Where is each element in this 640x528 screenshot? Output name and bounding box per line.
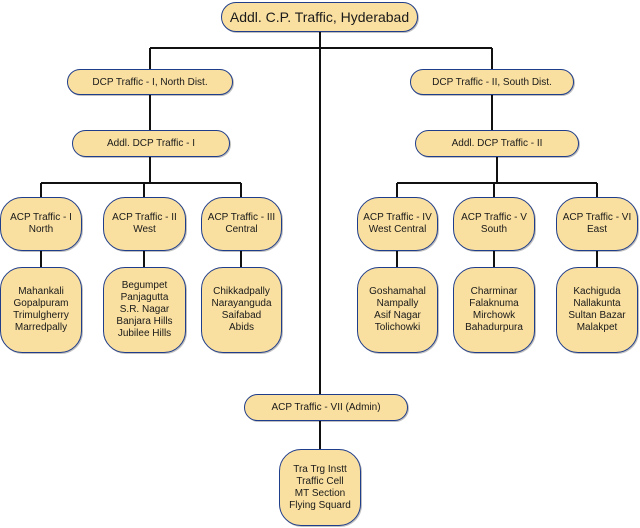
dcp-south-node: DCP Traffic - II, South Dist. — [410, 69, 574, 95]
area-1-item: Marredpally — [14, 322, 68, 333]
area-1-item: Gopalpuram — [13, 298, 69, 309]
area-6-item: Nallakunta — [573, 298, 621, 309]
area-2-item: Panjagutta — [120, 292, 169, 303]
acp-node-3: ACP Traffic - III Central — [201, 197, 282, 251]
acp-admin-label: ACP Traffic - VII (Admin) — [271, 402, 381, 413]
area-4-item: Goshamahal — [369, 286, 426, 297]
acp-3-line-1: ACP Traffic - III — [207, 212, 276, 223]
acp-admin-node: ACP Traffic - VII (Admin) — [244, 394, 408, 421]
area-3-item: Narayanguda — [211, 298, 272, 309]
dcp-south-label: DCP Traffic - II, South Dist. — [432, 76, 552, 88]
area-node-5: Charminar Falaknuma Mirchowk Bahadurpura — [453, 267, 535, 353]
root-label: Addl. C.P. Traffic, Hyderabad — [229, 9, 410, 25]
area-node-1: Mahankali Gopalpuram Trimulgherry Marred… — [0, 267, 82, 353]
area-2-item: Begumpet — [121, 280, 168, 291]
addl-dcp-1-label: Addl. DCP Traffic - I — [107, 138, 195, 149]
area-5-item: Bahadurpura — [465, 322, 523, 333]
acp-6-line-2: East — [586, 224, 607, 235]
admin-unit-item: MT Section — [294, 487, 346, 499]
area-3-item: Saifabad — [221, 310, 262, 321]
area-node-4: Goshamahal Nampally Asif Nagar Tolichowk… — [357, 267, 438, 353]
area-3-item: Chikkadpally — [213, 286, 270, 297]
area-node-6: Kachiguda Nallakunta Sultan Bazar Malakp… — [556, 267, 638, 353]
acp-5-line-1: ACP Traffic - V — [461, 212, 527, 223]
area-node-2: Begumpet Panjagutta S.R. Nagar Banjara H… — [103, 267, 186, 353]
admin-unit-item: Traffic Cell — [296, 475, 344, 487]
acp-node-5: ACP Traffic - V South — [453, 197, 535, 251]
admin-unit-item: Flying Squard — [289, 499, 351, 511]
acp-1-line-2: North — [28, 224, 54, 235]
area-4-item: Nampally — [376, 298, 419, 309]
area-1-item: Mahankali — [18, 286, 64, 297]
area-node-3: Chikkadpally Narayanguda Saifabad Abids — [201, 267, 282, 353]
area-1-item: Trimulgherry — [13, 310, 69, 321]
area-5-item: Falaknuma — [469, 298, 519, 309]
area-5-item: Charminar — [470, 286, 518, 297]
admin-unit-item: Tra Trg Instt — [293, 463, 347, 475]
acp-5-line-2: South — [480, 224, 508, 235]
area-2-item: Banjara Hills — [116, 316, 173, 327]
acp-node-4: ACP Traffic - IV West Central — [357, 197, 438, 251]
acp-1-line-1: ACP Traffic - I — [10, 212, 72, 223]
area-5-item: Mirchowk — [472, 310, 516, 321]
acp-node-1: ACP Traffic - I North — [0, 197, 82, 251]
area-6-item: Sultan Bazar — [568, 310, 626, 321]
addl-dcp-2-label: Addl. DCP Traffic - II — [451, 138, 543, 149]
acp-node-6: ACP Traffic - VI East — [556, 197, 638, 251]
addl-dcp-2-node: Addl. DCP Traffic - II — [415, 130, 579, 157]
area-2-item: S.R. Nagar — [119, 304, 170, 315]
dcp-north-label: DCP Traffic - I, North Dist. — [92, 76, 208, 88]
acp-6-line-1: ACP Traffic - VI — [562, 212, 632, 223]
acp-3-line-2: Central — [225, 224, 258, 235]
area-3-item: Abids — [228, 322, 254, 333]
acp-2-line-1: ACP Traffic - II — [112, 212, 177, 223]
admin-units-node: Tra Trg Instt Traffic Cell MT Section Fl… — [279, 449, 361, 526]
area-4-item: Asif Nagar — [374, 310, 421, 321]
addl-dcp-1-node: Addl. DCP Traffic - I — [72, 130, 230, 157]
acp-4-line-2: West Central — [368, 224, 427, 235]
acp-2-line-2: West — [133, 224, 156, 235]
area-4-item: Tolichowki — [374, 322, 421, 333]
area-6-item: Malakpet — [576, 322, 618, 333]
area-6-item: Kachiguda — [573, 286, 621, 297]
dcp-north-node: DCP Traffic - I, North Dist. — [67, 69, 233, 95]
acp-4-line-1: ACP Traffic - IV — [363, 212, 432, 223]
acp-node-2: ACP Traffic - II West — [103, 197, 186, 251]
root-node: Addl. C.P. Traffic, Hyderabad — [221, 2, 418, 32]
area-2-item: Jubilee Hills — [117, 328, 172, 339]
